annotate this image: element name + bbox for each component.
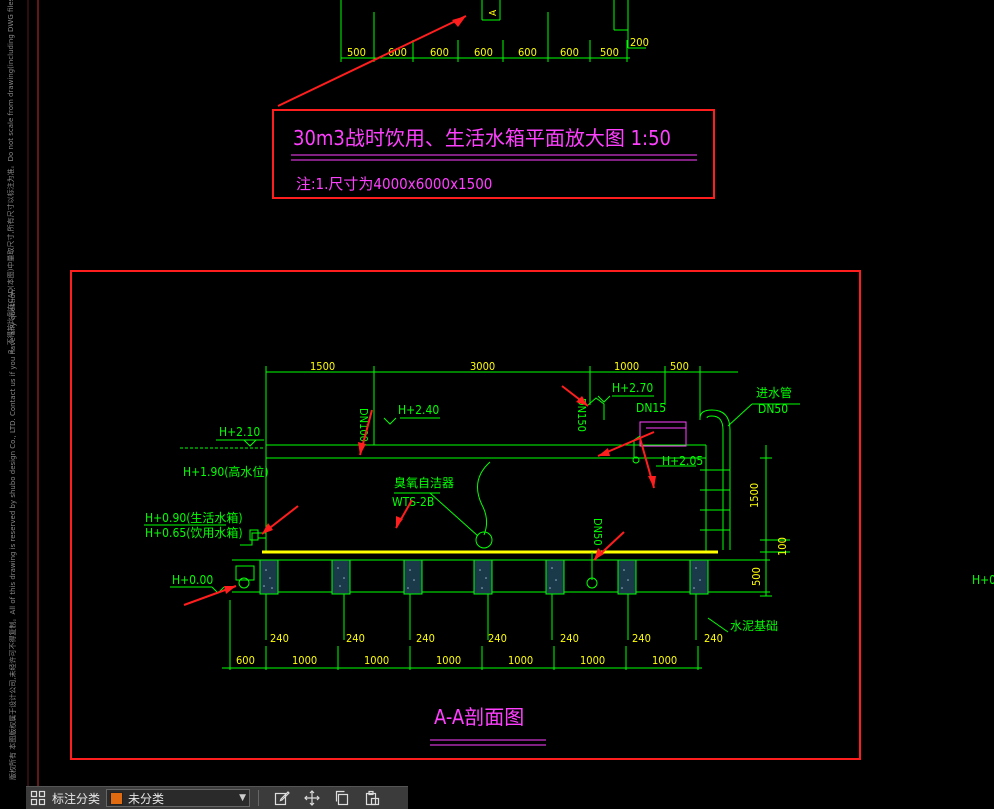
pipe-dn15: DN15 xyxy=(636,401,666,415)
bottom-dim-label: 1000 xyxy=(364,654,389,667)
sterilizer-label: 臭氧自洁器 xyxy=(394,475,454,490)
bottom-dim-label: 1000 xyxy=(292,654,317,667)
title-highlight-box xyxy=(272,109,715,199)
level-h210: H+2.10 xyxy=(219,425,260,439)
annotation-toolbar: 标注分类 未分类 ▼ xyxy=(26,786,408,809)
inlet-dn: DN50 xyxy=(758,402,788,416)
category-selected-value: 未分类 xyxy=(128,791,165,806)
side-dim-label: 500 xyxy=(750,567,763,586)
plan-title: 30m3战时饮用、生活水箱平面放大图 1:50 xyxy=(293,126,671,150)
top-dim-label: 3000 xyxy=(470,360,495,373)
level-h090: H+0.90(生活水箱) xyxy=(145,510,243,525)
top-dim-label: 500 xyxy=(670,360,689,373)
edit-icon[interactable] xyxy=(267,787,297,809)
bottom-dim-label: 1000 xyxy=(436,654,461,667)
pier-dim-label: 240 xyxy=(416,632,435,645)
section-highlight-box xyxy=(70,270,861,760)
plan-dim-label: 600 xyxy=(430,46,449,59)
level-h190: H+1.90(高水位) xyxy=(183,464,269,479)
copy-icon[interactable] xyxy=(327,787,357,809)
grid-icon[interactable] xyxy=(26,787,50,809)
plan-dim-label: 600 xyxy=(518,46,537,59)
tank-section xyxy=(232,397,790,597)
section-title: A-A剖面图 xyxy=(434,705,524,729)
inlet-label: 进水管 xyxy=(756,385,792,400)
plan-dim-label: 600 xyxy=(560,46,579,59)
move-icon[interactable] xyxy=(297,787,327,809)
level-h240: H+2.40 xyxy=(398,403,439,417)
pier-dim-label: 240 xyxy=(488,632,507,645)
pier-dim-label: 240 xyxy=(560,632,579,645)
foundation-piers xyxy=(259,559,709,640)
plan-dim-label: 500 xyxy=(347,46,366,59)
side-dim-label: 1500 xyxy=(748,483,761,508)
plan-note: 注:1.尺寸为4000x6000x1500 xyxy=(296,175,492,193)
plan-letter: A xyxy=(488,9,499,16)
top-dim-label: 1500 xyxy=(310,360,335,373)
plan-dim-label: 600 xyxy=(388,46,407,59)
bottom-dim-label: 1000 xyxy=(508,654,533,667)
category-color-swatch xyxy=(110,791,124,805)
toolbar-divider xyxy=(258,790,260,806)
bottom-dim-label: 1000 xyxy=(652,654,677,667)
plan-dim-label: 500 xyxy=(600,46,619,59)
pier-dim-label: 240 xyxy=(270,632,289,645)
sterilizer-model: WTS-2B xyxy=(392,495,434,509)
category-dropdown[interactable]: 未分类 ▼ xyxy=(106,789,251,807)
side-dim-label: 100 xyxy=(776,537,789,556)
level-h270: H+2.70 xyxy=(612,381,653,395)
pier-dim-label: 240 xyxy=(346,632,365,645)
bottom-dim-label: 1000 xyxy=(580,654,605,667)
paste-icon[interactable] xyxy=(357,787,387,809)
side-note-copyright: 版权所有 本图版权属于设计公司,未经许可不得复制。All of this dra… xyxy=(9,287,17,780)
pipe-dn150: DN150 xyxy=(575,398,588,432)
level-h000: H+0.00 xyxy=(172,573,213,587)
top-dim-label: 1000 xyxy=(614,360,639,373)
pipe-dn50: DN50 xyxy=(591,518,604,546)
chevron-down-icon: ▼ xyxy=(239,793,247,803)
plan-dim-label: 600 xyxy=(474,46,493,59)
level-h205: H+2.05 xyxy=(662,454,703,468)
foundation-label: 水泥基础 xyxy=(730,619,778,633)
level-h000-right: H+0 xyxy=(972,573,994,587)
pier-dim-label: 240 xyxy=(704,632,723,645)
category-label: 标注分类 xyxy=(52,791,101,806)
level-h065: H+0.65(饮用水箱) xyxy=(145,525,243,540)
plan-fragment xyxy=(340,0,646,62)
plan-dim-extra: 200 xyxy=(630,36,649,49)
pier-dim-label: 240 xyxy=(632,632,651,645)
bottom-dim-label: 600 xyxy=(236,654,255,667)
